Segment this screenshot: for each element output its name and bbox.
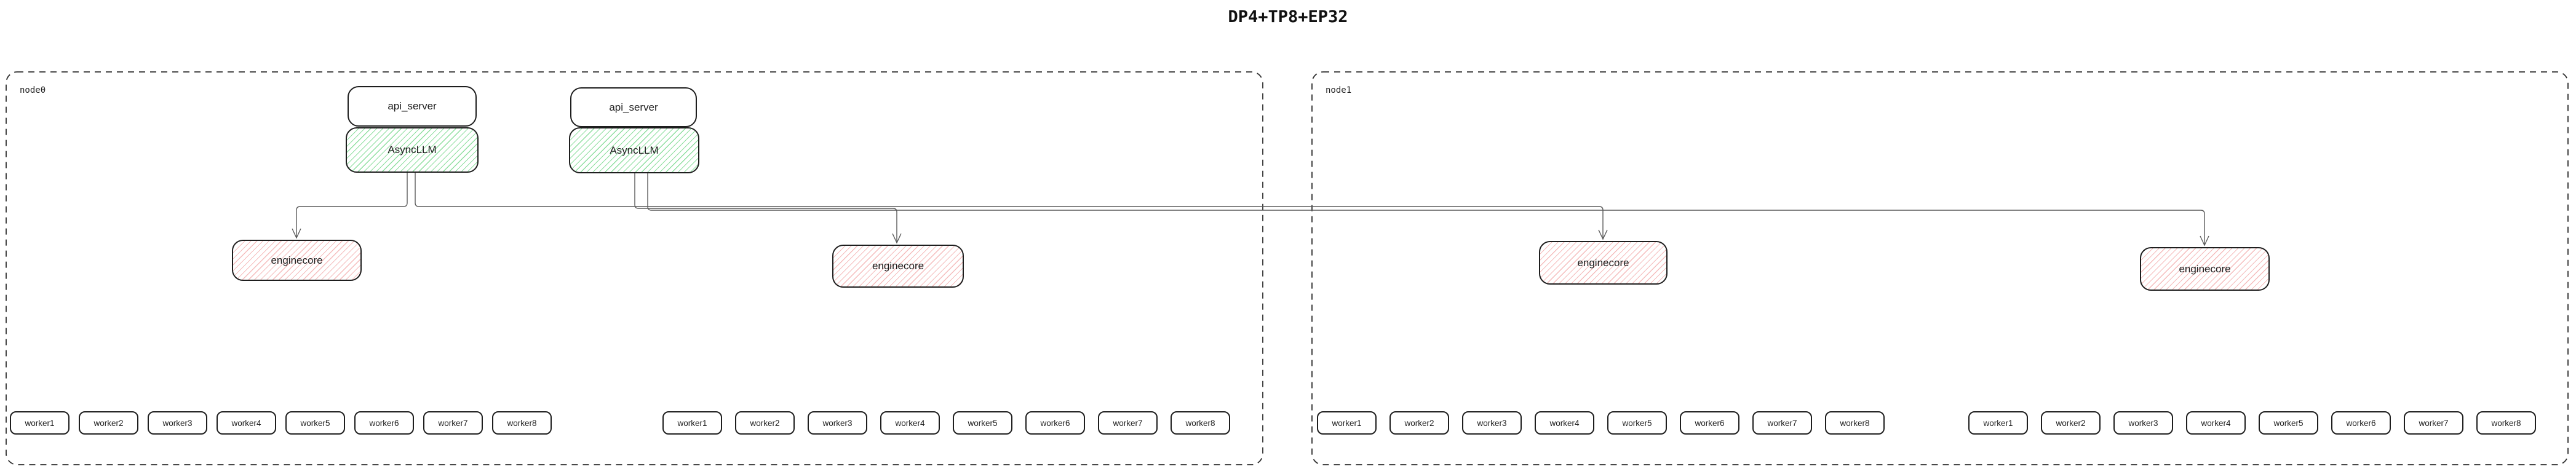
worker-box: worker4 bbox=[217, 411, 276, 435]
worker-box: worker8 bbox=[1171, 411, 1230, 435]
worker-box: worker1 bbox=[10, 411, 70, 435]
worker-box: worker1 bbox=[1317, 411, 1377, 435]
worker-box: worker5 bbox=[285, 411, 345, 435]
worker-box: worker2 bbox=[79, 411, 138, 435]
api-server-box-1: api_server bbox=[348, 86, 477, 127]
node1-boundary bbox=[1311, 71, 2569, 465]
worker-box: worker4 bbox=[2186, 411, 2246, 435]
worker-box: worker7 bbox=[423, 411, 483, 435]
node1-label: node1 bbox=[1326, 85, 1352, 95]
worker-box: worker4 bbox=[1535, 411, 1594, 435]
worker-box: worker5 bbox=[2259, 411, 2318, 435]
worker-box: worker8 bbox=[2476, 411, 2536, 435]
arrow-asyncllm2-to-enginecore4 bbox=[647, 173, 2209, 246]
worker-box: worker1 bbox=[1968, 411, 2028, 435]
enginecore-box-3: enginecore bbox=[1539, 241, 1668, 285]
enginecore-box-1: enginecore bbox=[232, 240, 362, 281]
asyncllm-box-2: AsyncLLM bbox=[569, 127, 699, 173]
worker-box: worker6 bbox=[1025, 411, 1085, 435]
node0-label: node0 bbox=[20, 85, 46, 95]
worker-box: worker5 bbox=[1607, 411, 1667, 435]
worker-box: worker1 bbox=[662, 411, 722, 435]
asyncllm-box-1: AsyncLLM bbox=[346, 127, 479, 173]
arrow-asyncllm2-to-enginecore2 bbox=[634, 173, 902, 244]
api-server-box-2: api_server bbox=[570, 87, 697, 127]
worker-box: worker7 bbox=[2404, 411, 2463, 435]
enginecore-box-2: enginecore bbox=[832, 245, 964, 288]
worker-box: worker3 bbox=[1462, 411, 1522, 435]
worker-box: worker7 bbox=[1752, 411, 1812, 435]
worker-box: worker4 bbox=[880, 411, 940, 435]
worker-box: worker7 bbox=[1098, 411, 1158, 435]
worker-box: worker3 bbox=[808, 411, 867, 435]
worker-box: worker3 bbox=[2113, 411, 2173, 435]
worker-box: worker6 bbox=[354, 411, 414, 435]
worker-box: worker2 bbox=[2041, 411, 2101, 435]
diagram-title: DP4+TP8+EP32 bbox=[1228, 7, 1348, 26]
enginecore-box-4: enginecore bbox=[2140, 247, 2270, 291]
worker-box: worker3 bbox=[148, 411, 207, 435]
arrow-asyncllm1-to-enginecore1 bbox=[292, 172, 408, 239]
worker-box: worker6 bbox=[2331, 411, 2391, 435]
worker-box: worker2 bbox=[1389, 411, 1449, 435]
worker-box: worker8 bbox=[492, 411, 552, 435]
arrow-asyncllm1-to-enginecore3 bbox=[415, 172, 1608, 240]
worker-box: worker5 bbox=[953, 411, 1012, 435]
worker-box: worker2 bbox=[735, 411, 795, 435]
worker-box: worker6 bbox=[1680, 411, 1739, 435]
worker-box: worker8 bbox=[1825, 411, 1885, 435]
